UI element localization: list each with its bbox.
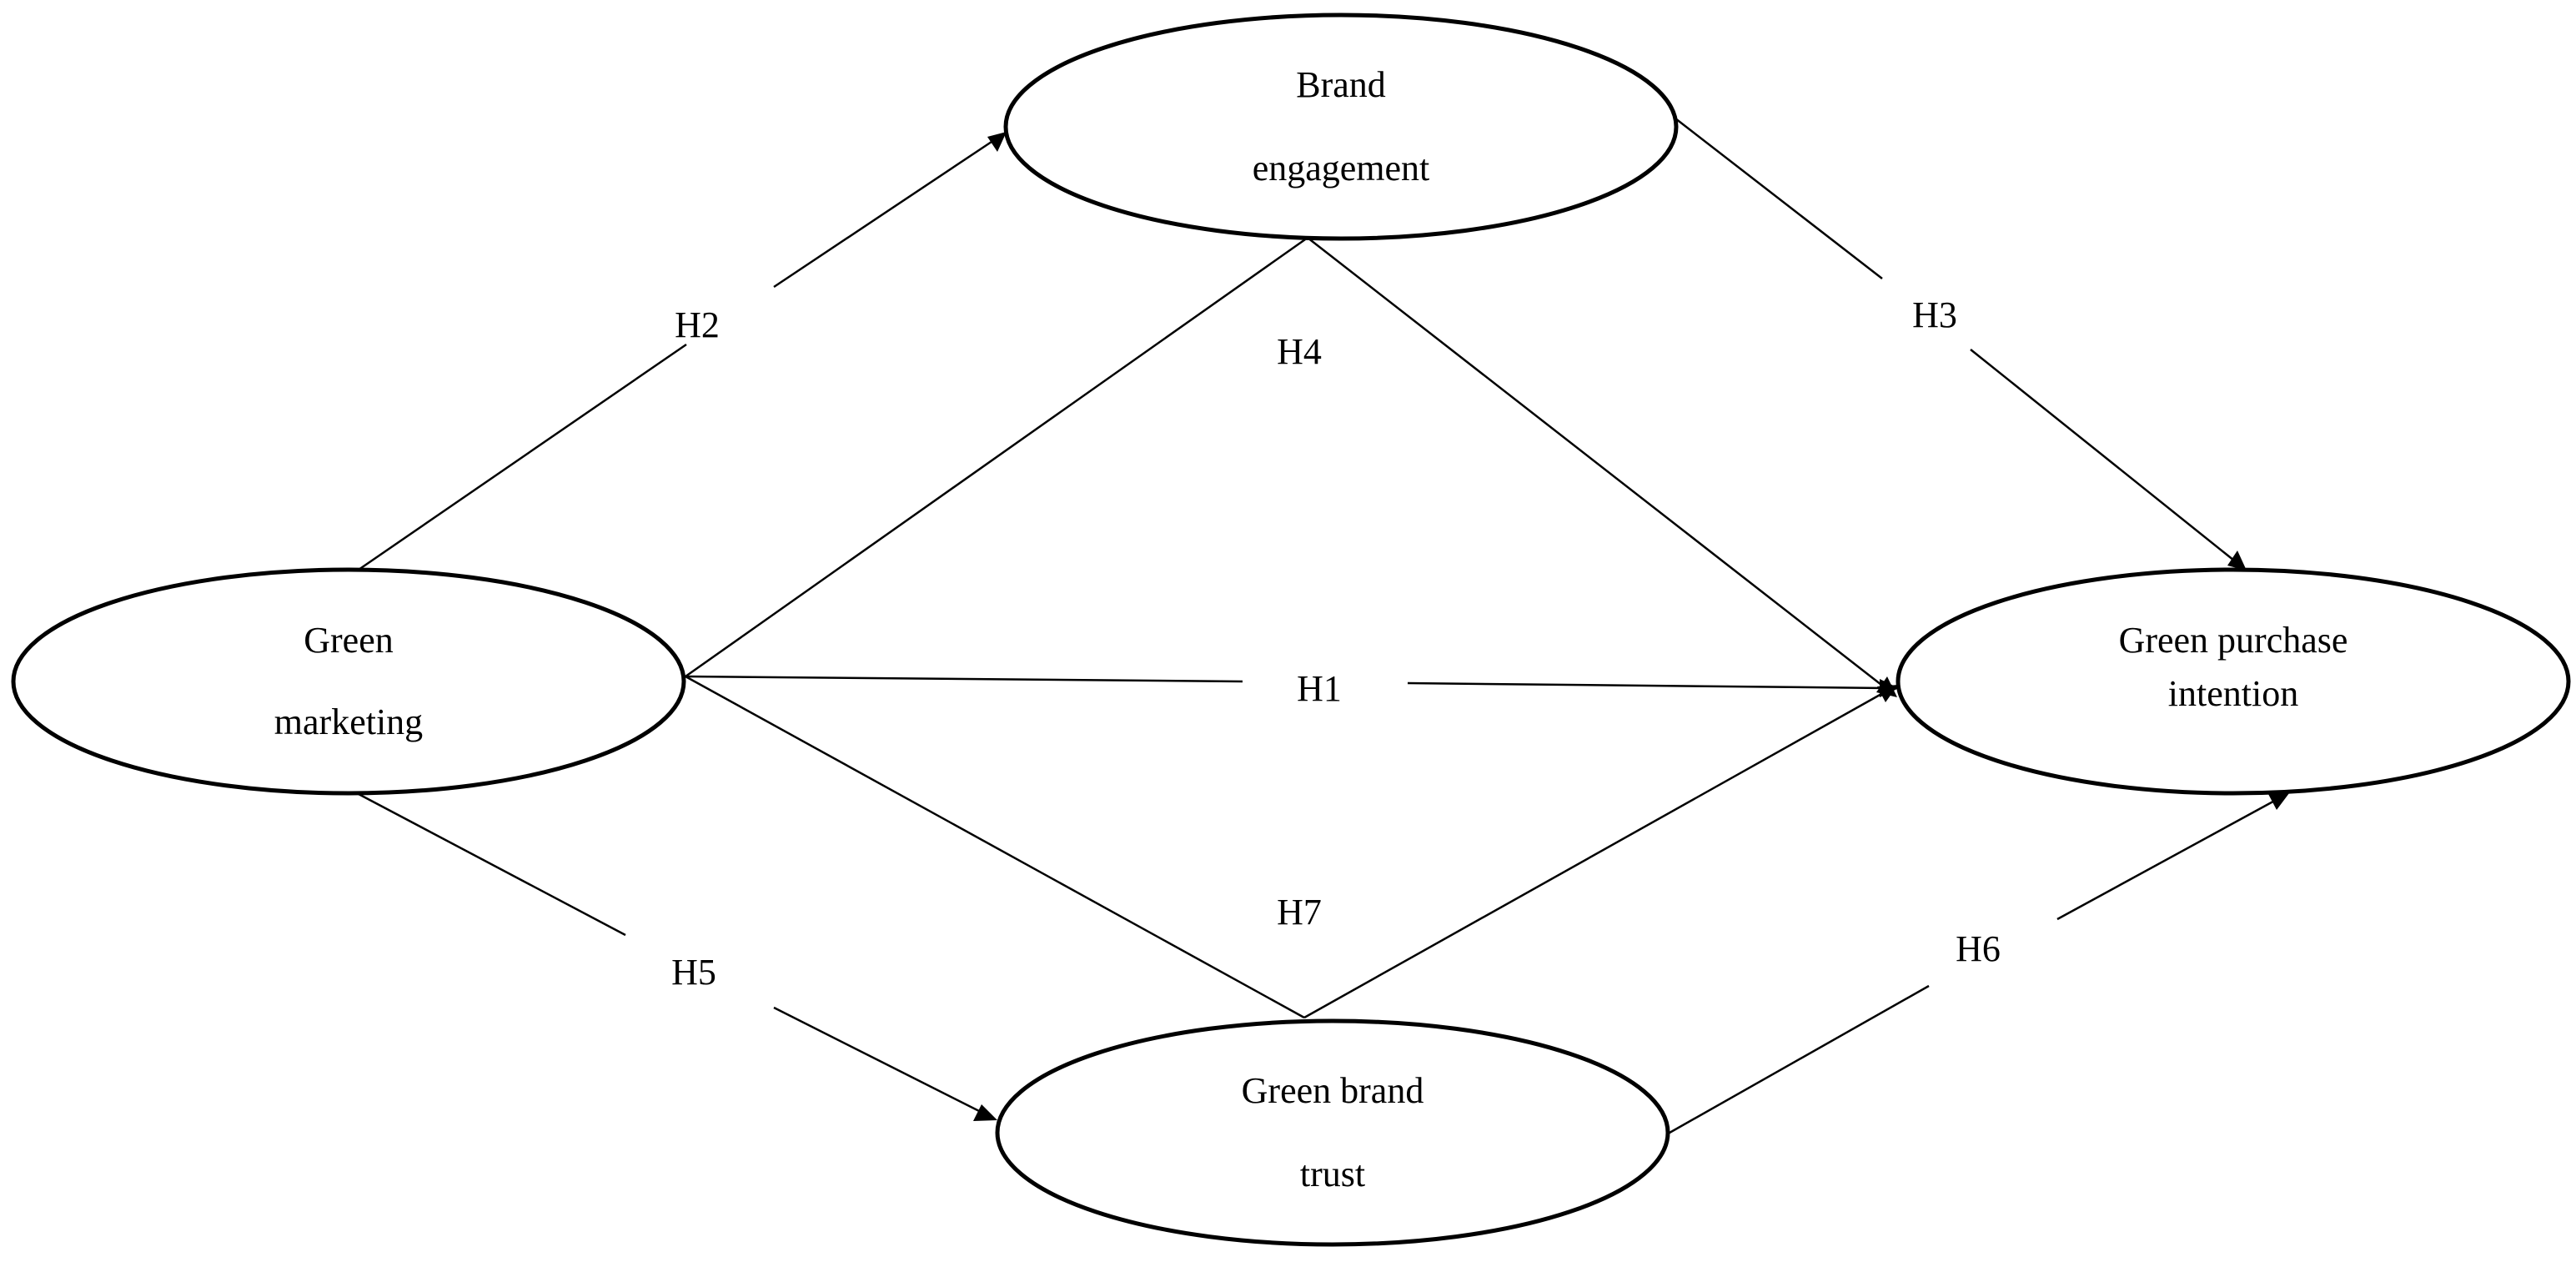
edge-h4	[685, 236, 1897, 697]
edge-h3	[1675, 118, 2247, 571]
edge-h5	[358, 792, 997, 1121]
edge-h7	[685, 675, 1898, 1019]
label-h6: H6	[1956, 928, 2001, 969]
node-brand-engagement: Brand engagement	[1003, 13, 1679, 241]
node-brand-engagement-line1: Brand	[1296, 64, 1386, 105]
node-green-purchase-intention: Green purchase intention	[1896, 567, 2571, 796]
label-h4: H4	[1277, 331, 1322, 372]
node-green-purchase-intention-line2: intention	[2168, 673, 2298, 714]
label-h1: H1	[1297, 668, 1342, 709]
node-green-marketing: Green marketing	[11, 567, 686, 796]
edge-h6	[1663, 793, 2289, 1138]
edge-h1	[685, 675, 1899, 697]
node-green-brand-trust-line1: Green brand	[1242, 1070, 1424, 1111]
label-h5: H5	[671, 952, 716, 993]
node-brand-engagement-line2: engagement	[1253, 148, 1430, 189]
edge-h2	[358, 132, 1007, 571]
label-h3: H3	[1912, 294, 1957, 335]
node-green-marketing-line1: Green	[304, 620, 394, 661]
node-green-marketing-line2: marketing	[274, 701, 423, 742]
label-h7: H7	[1277, 892, 1322, 933]
node-green-purchase-intention-line1: Green purchase	[2119, 620, 2348, 661]
label-h2: H2	[675, 304, 720, 345]
node-green-brand-trust: Green brand trust	[995, 1018, 1670, 1247]
node-green-brand-trust-line2: trust	[1300, 1154, 1365, 1194]
